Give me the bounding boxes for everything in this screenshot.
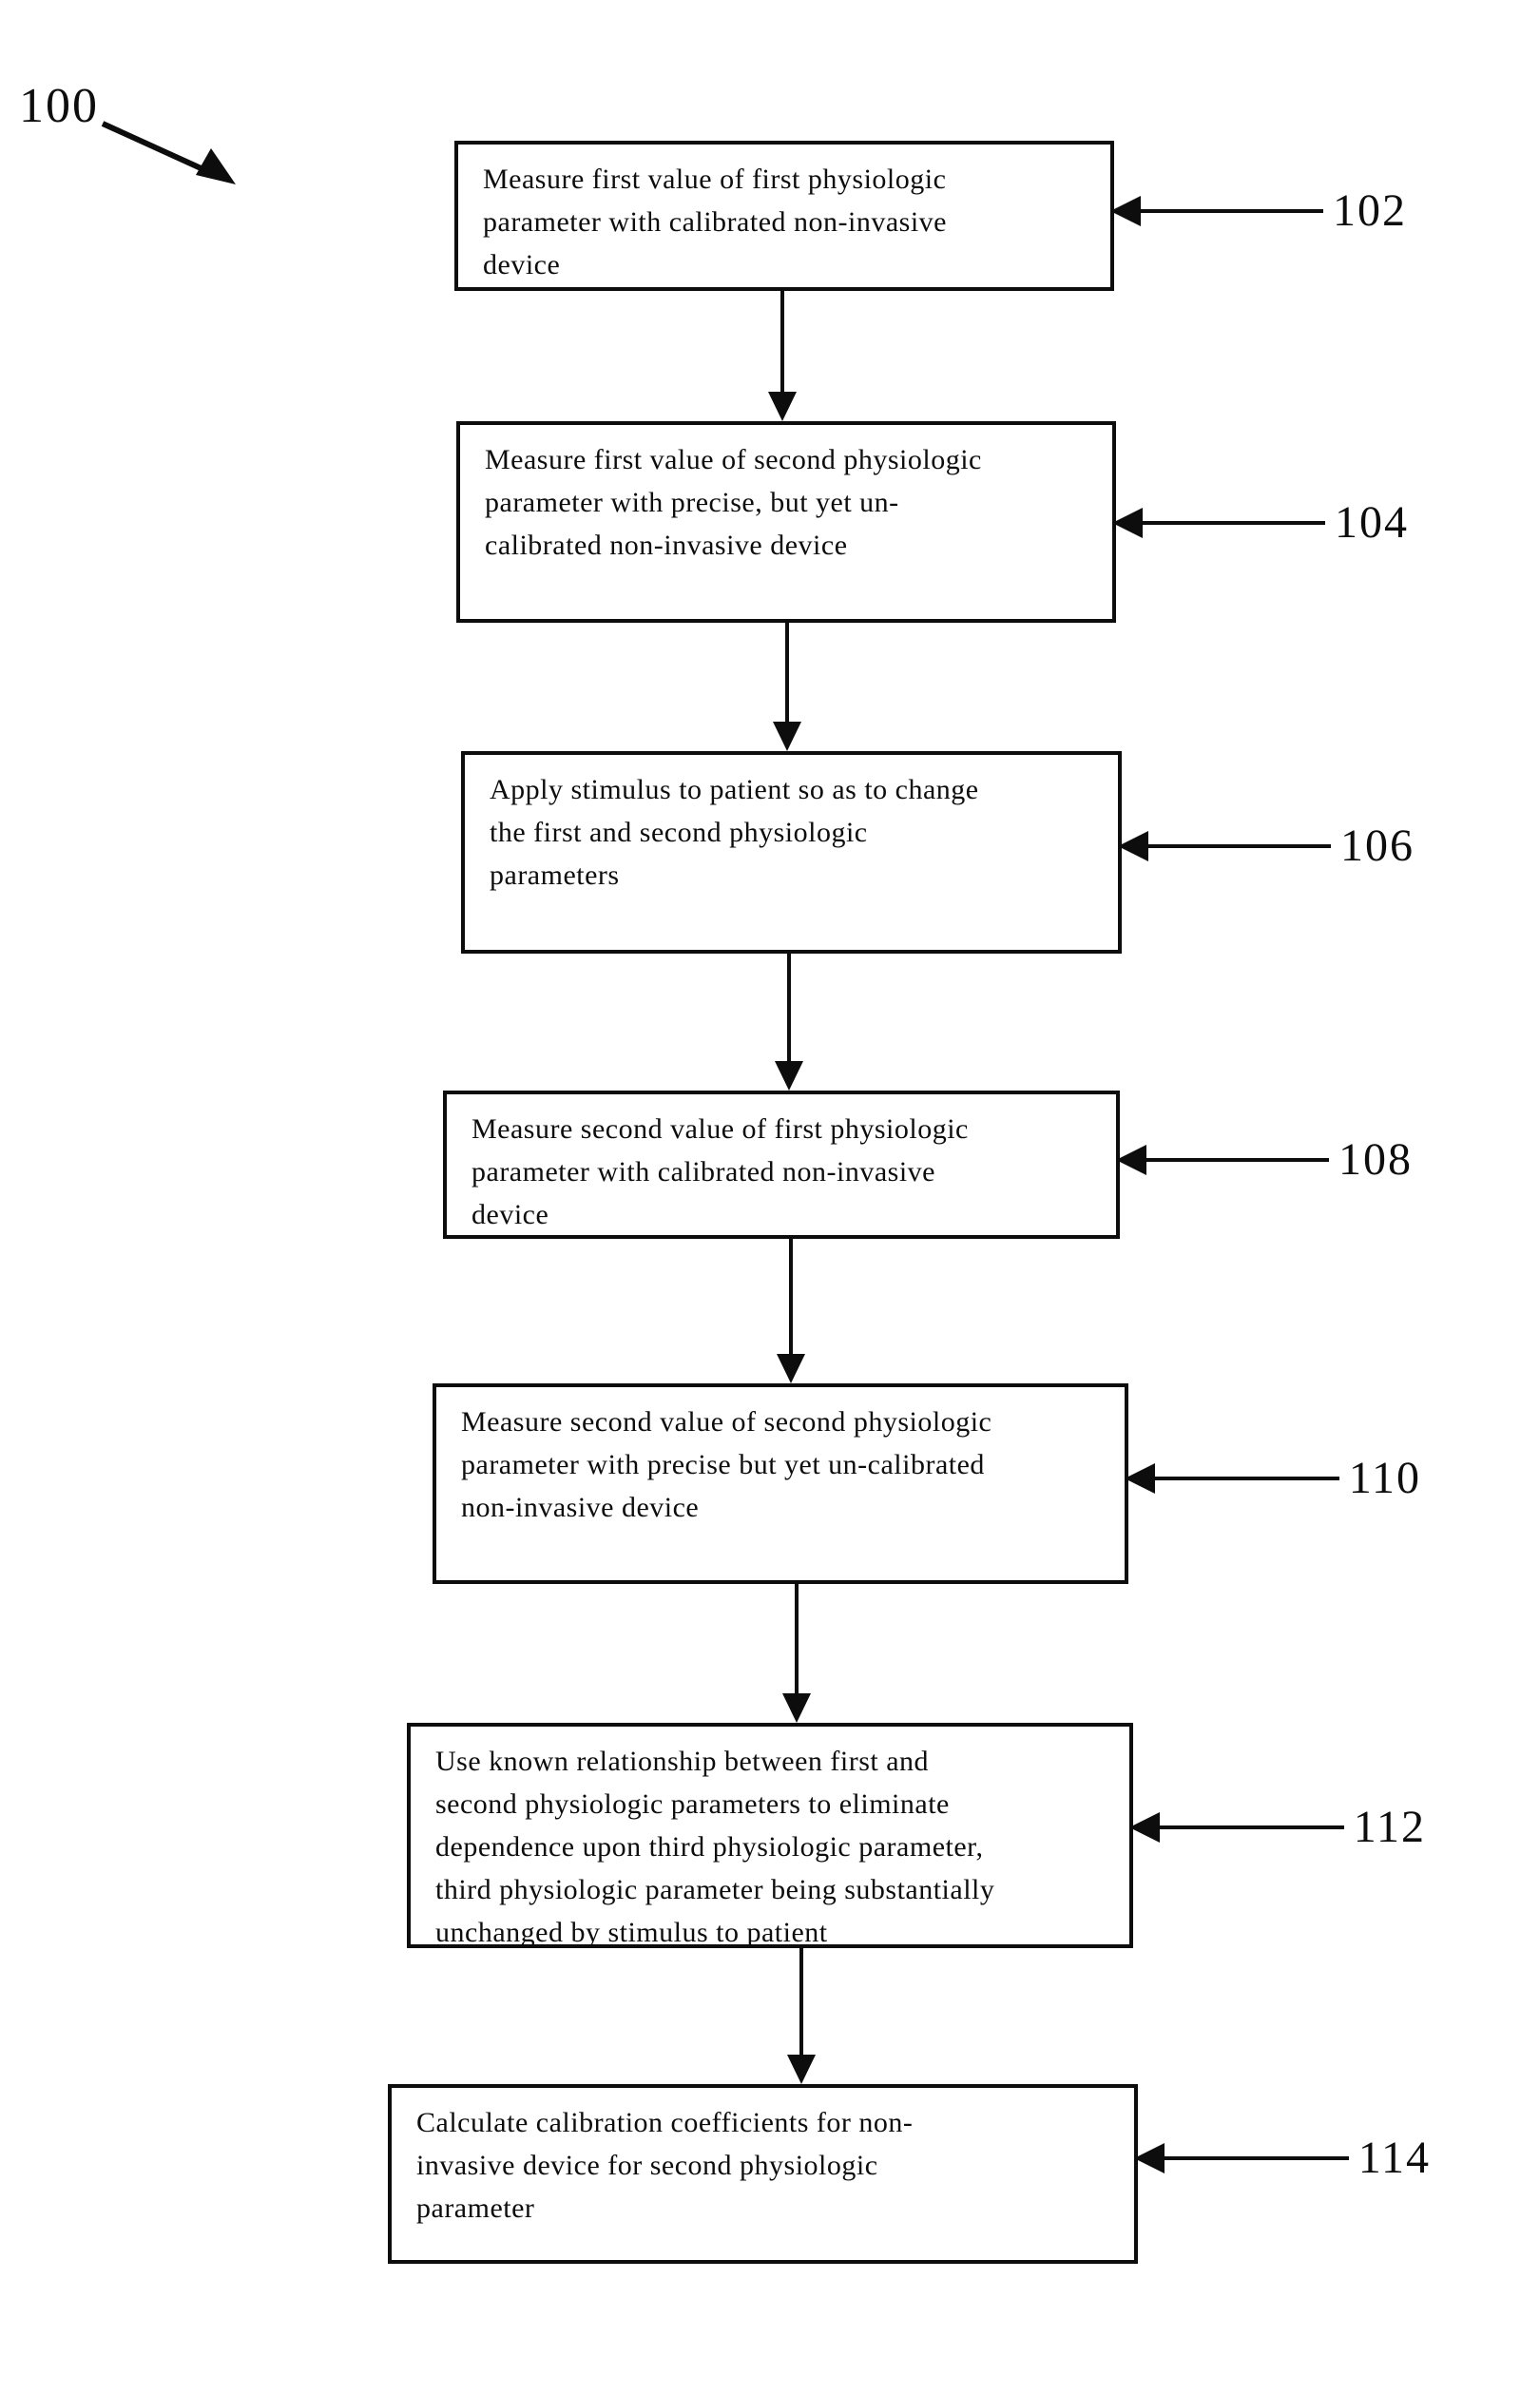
down-arrowhead-icon: [773, 722, 801, 751]
connector-line: [785, 623, 789, 722]
ref-callout-108: 108: [1116, 1135, 1413, 1185]
step-box-114: Calculate calibration coefficients for n…: [388, 2084, 1138, 2264]
step-box-108: Measure second value of first physiologi…: [443, 1091, 1120, 1239]
down-arrowhead-icon: [782, 1693, 811, 1723]
ref-line: [1165, 2156, 1349, 2160]
connector-arrow-104-106: [772, 623, 802, 751]
figure-root-label: 100: [19, 79, 99, 133]
connector-line: [789, 1239, 793, 1354]
step-text-102: Measure first value of first physiologic…: [483, 164, 947, 280]
ref-label-110: 110: [1348, 1453, 1421, 1503]
ref-label-104: 104: [1335, 497, 1409, 548]
connector-arrow-112-114: [786, 1948, 817, 2084]
step-box-110: Measure second value of second physiolog…: [433, 1383, 1128, 1584]
ref-callout-114: 114: [1134, 2134, 1431, 2183]
root-pointer-arrow-icon: [101, 121, 236, 184]
step-box-106: Apply stimulus to patient so as to chang…: [461, 751, 1122, 954]
ref-label-108: 108: [1338, 1134, 1413, 1185]
left-arrowhead-icon: [1110, 196, 1141, 226]
ref-callout-106: 106: [1118, 821, 1415, 871]
down-arrowhead-icon: [777, 1354, 805, 1383]
step-text-106: Apply stimulus to patient so as to chang…: [490, 774, 979, 891]
ref-callout-110: 110: [1125, 1454, 1421, 1503]
step-text-114: Calculate calibration coefficients for n…: [416, 2107, 914, 2224]
connector-line: [787, 954, 791, 1061]
left-arrowhead-icon: [1112, 508, 1143, 538]
ref-callout-102: 102: [1110, 186, 1407, 236]
down-arrowhead-icon: [775, 1061, 803, 1091]
connector-arrow-106-108: [774, 954, 804, 1091]
ref-line: [1143, 521, 1325, 525]
ref-callout-112: 112: [1129, 1803, 1426, 1852]
connector-line: [799, 1948, 803, 2055]
ref-label-112: 112: [1353, 1802, 1426, 1852]
step-text-108: Measure second value of first physiologi…: [472, 1113, 969, 1230]
down-arrowhead-icon: [787, 2055, 816, 2084]
left-arrowhead-icon: [1134, 2143, 1165, 2173]
step-box-104: Measure first value of second physiologi…: [456, 421, 1116, 623]
connector-arrow-102-104: [767, 291, 798, 421]
connector-line: [780, 291, 784, 392]
ref-label-102: 102: [1333, 185, 1407, 236]
step-text-112: Use known relationship between first and…: [435, 1746, 995, 1948]
step-text-104: Measure first value of second physiologi…: [485, 444, 982, 561]
ref-callout-104: 104: [1112, 498, 1409, 548]
step-box-102: Measure first value of first physiologic…: [454, 141, 1114, 291]
left-arrowhead-icon: [1118, 831, 1148, 861]
ref-line: [1148, 844, 1331, 848]
ref-line: [1155, 1477, 1339, 1480]
connector-line: [795, 1584, 799, 1693]
ref-line: [1160, 1825, 1344, 1829]
left-arrowhead-icon: [1129, 1812, 1160, 1843]
ref-label-114: 114: [1357, 2133, 1431, 2183]
ref-line: [1141, 209, 1323, 213]
step-box-112: Use known relationship between first and…: [407, 1723, 1133, 1948]
ref-label-106: 106: [1340, 821, 1415, 871]
left-arrowhead-icon: [1116, 1145, 1146, 1175]
step-text-110: Measure second value of second physiolog…: [461, 1406, 992, 1523]
connector-arrow-108-110: [776, 1239, 806, 1383]
left-arrowhead-icon: [1125, 1463, 1155, 1494]
down-arrowhead-icon: [768, 392, 797, 421]
connector-arrow-110-112: [781, 1584, 812, 1723]
ref-line: [1146, 1158, 1329, 1162]
